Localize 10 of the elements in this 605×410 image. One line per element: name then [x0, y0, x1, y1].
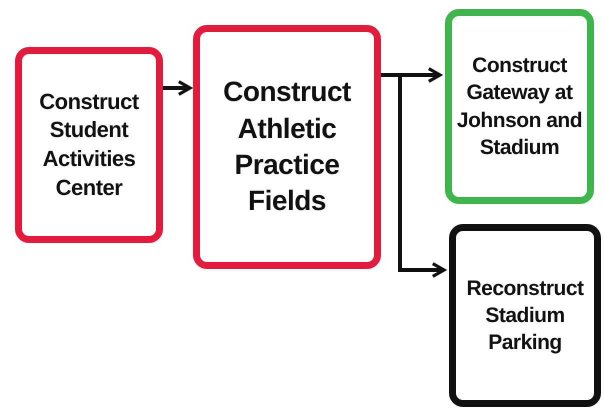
process-box: [449, 224, 601, 407]
box-label: Construct Gateway at Johnson and Stadium: [456, 52, 583, 161]
arrow: [381, 73, 446, 278]
box-label: Reconstruct Stadium Parking: [465, 276, 585, 356]
process-box: [445, 9, 594, 204]
box-label: Construct Athletic Practice Fields: [222, 75, 352, 218]
process-box: [15, 47, 163, 243]
arrow: [163, 80, 192, 96]
process-box: [193, 25, 381, 269]
box-label: Construct Student Activities Center: [38, 88, 140, 202]
